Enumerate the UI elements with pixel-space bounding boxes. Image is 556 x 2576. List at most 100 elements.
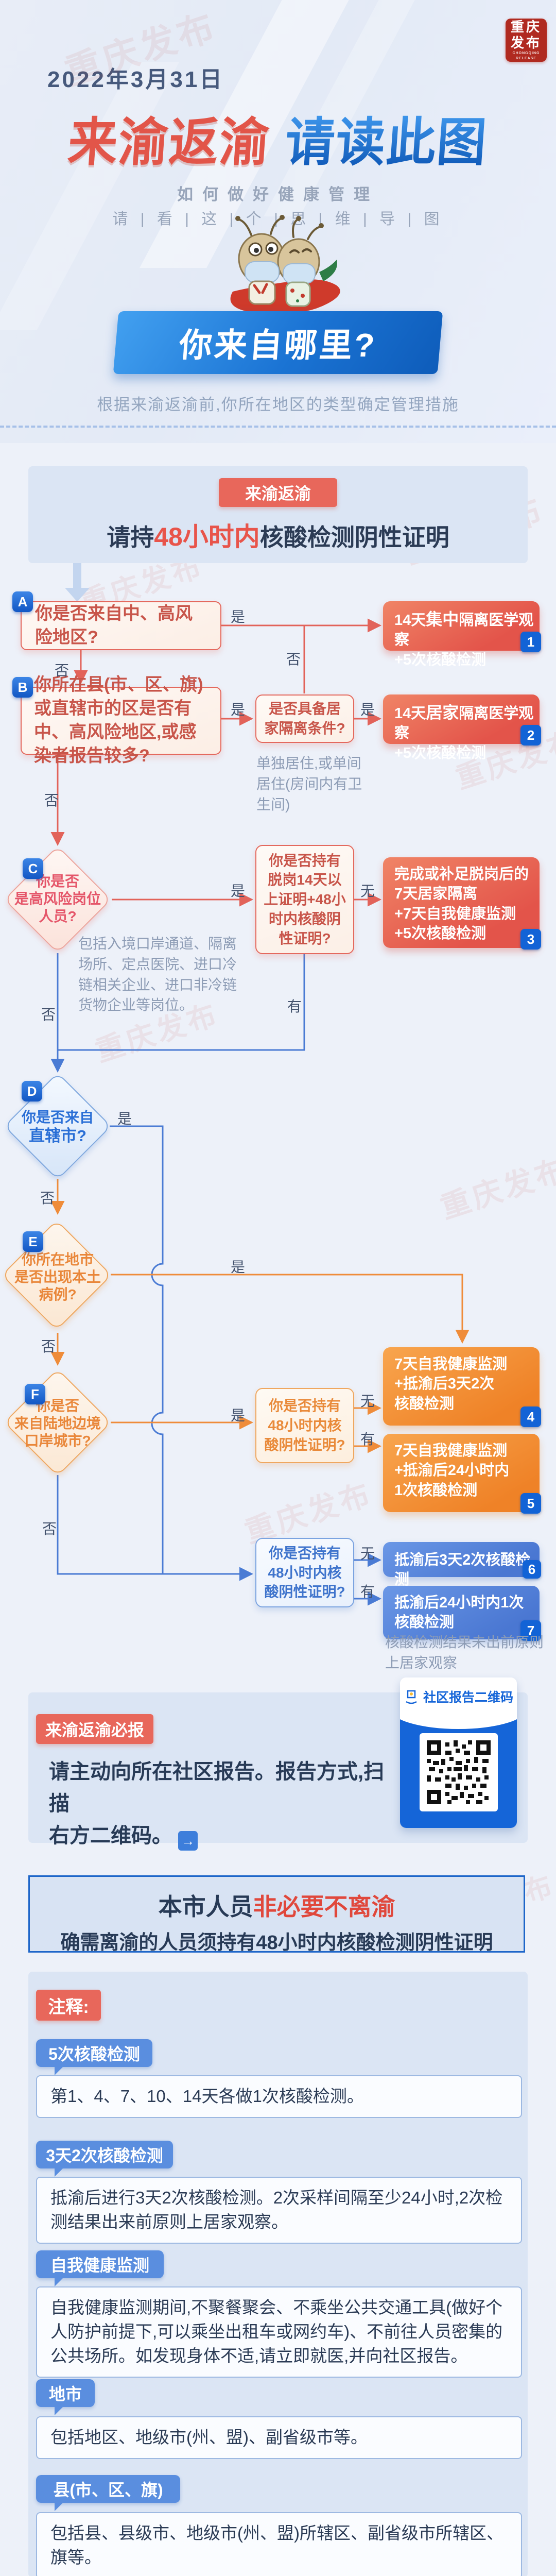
chongqing-release-seal-logo: 重庆 发布 CHONGQING RELEASE: [506, 19, 547, 62]
tag-C: C: [23, 858, 43, 879]
tag-D: D: [22, 1081, 42, 1101]
section-badge: 来渝返渝: [219, 478, 337, 507]
qD-line2: 直辖市?: [29, 1127, 86, 1145]
branch-label-yes: 是: [231, 1259, 246, 1275]
title-blue: 请读此图: [283, 113, 490, 172]
r2-pre: 14天: [394, 705, 426, 722]
qE-line3: 病例?: [39, 1286, 77, 1303]
node-home-text: 是否具备居家隔离条件?: [264, 701, 345, 736]
result-3-line2: 7天居家隔离: [394, 886, 478, 903]
qC-line2: 是高风险岗位: [14, 891, 101, 907]
result-5-line3: 1次核酸检测: [394, 1482, 478, 1499]
result-1-line1: 14天集中隔离医学观察: [394, 608, 540, 650]
title-red: 来渝返渝: [66, 113, 272, 172]
question-F-text: 你是否 来自陆地边境 口岸城市?: [11, 1397, 104, 1450]
r1-em: 集中: [426, 610, 459, 629]
result-2: 14天居家隔离医学观察 +5次核酸检测 2: [383, 694, 541, 761]
result-3-number: 3: [520, 929, 541, 950]
note-title-2: 3天2次核酸检测: [36, 2141, 173, 2177]
qr-card-header: 社区报告二维码: [400, 1677, 517, 1716]
community-qr-card: 社区报告二维码: [400, 1677, 517, 1828]
qF-line3: 口岸城市?: [24, 1433, 91, 1449]
note-body-5: 包括县、县级市、地级市(州、盟)所辖区、副省级市所辖区、旗等。: [36, 2512, 522, 2576]
report-text: 请主动向所在社区报告。报告方式,扫描 右方二维码。 →: [49, 1756, 389, 1852]
publish-date: 2022年3月31日: [47, 67, 224, 92]
headline-pre: 请持: [107, 524, 154, 551]
branch-label-no: 否: [286, 651, 301, 667]
result-2-line1: 14天居家隔离医学观察: [394, 702, 540, 743]
result-5-number: 5: [520, 1493, 541, 1514]
qF-line2: 来自陆地边境: [14, 1415, 101, 1432]
question-B-text: 你所在县(市、区、旗)或直辖市的区是否有中、高风险地区,或感染者报告较多?: [34, 675, 203, 766]
arrow-right-icon: →: [178, 1831, 198, 1851]
qE-line2: 是否出现本土: [14, 1269, 101, 1285]
result-4-number: 4: [520, 1406, 541, 1427]
result-4-line2: +抵渝后3天2次: [394, 1376, 495, 1393]
qE-line1: 你所在地市: [21, 1251, 94, 1267]
lead-text: 根据来渝返渝前,你所在地区的类型确定管理措施: [97, 396, 459, 414]
result-5-line2: +抵渝后24小时内: [394, 1462, 510, 1479]
branch-label-yes: 是: [231, 883, 246, 899]
question-E-text: 你所在地市 是否出现本土 病例?: [9, 1251, 107, 1303]
branch-label-have: 有: [287, 998, 302, 1014]
where-are-you-from-banner: 你来自哪里?: [113, 311, 443, 374]
report-line2: 右方二维码。: [49, 1824, 172, 1847]
r2-em: 居家: [426, 703, 459, 722]
branch-label-none: 无: [360, 1393, 375, 1409]
branch-label-none: 无: [360, 883, 375, 899]
note-body-2: 抵渝后进行3天2次核酸检测。2次采样间隔至少24小时,2次检测结果出来前原则上居…: [36, 2177, 522, 2244]
result-3-line4: +5次核酸检测: [394, 925, 486, 942]
branch-label-no: 否: [41, 1338, 56, 1354]
qC-line3: 人员?: [39, 908, 77, 925]
notice-line1-pre: 本市人员: [158, 1893, 253, 1920]
question-B: 你所在县(市、区、旗)或直辖市的区是否有中、高风险地区,或感染者报告较多?: [21, 675, 221, 766]
node-left-post-proof: 你是否持有脱岗14天以上证明+48小时内核酸阴性证明?: [255, 845, 354, 954]
result-6-number: 6: [523, 1560, 541, 1579]
branch-label-yes: 是: [231, 702, 246, 718]
note-body-3: 自我健康监测期间,不聚餐聚会、不乘坐公共交通工具(做好个人防护前提下,可以乘坐出…: [36, 2286, 522, 2378]
seal-subtext: CHONGQING RELEASE: [512, 52, 540, 61]
branch-label-no: 否: [40, 1190, 55, 1206]
tag-A: A: [12, 591, 33, 612]
qr-card-title: 社区报告二维码: [423, 1690, 513, 1705]
question-A-text: 你是否来自中、高风险地区?: [35, 603, 193, 647]
branch-label-yes: 是: [117, 1111, 132, 1127]
report-line1: 请主动向所在社区报告。报告方式,扫描: [49, 1760, 385, 1815]
node-48h-blue: 你是否持有48小时内核酸阴性证明?: [255, 1538, 354, 1607]
result-1-number: 1: [520, 632, 541, 652]
qC-line1: 你是否: [36, 873, 79, 889]
tag-B: B: [12, 677, 33, 698]
result-1-line2: +5次核酸检测: [394, 651, 486, 668]
watermark: 重庆发布: [436, 1152, 556, 1225]
branch-label-no: 否: [44, 792, 59, 808]
note-title-4: 地市: [36, 2379, 95, 2415]
node-48h-orange: 你是否持有48小时内核酸阴性证明?: [255, 1388, 354, 1463]
note-body-4: 包括地区、地级市(州、盟)、副省级市等。: [36, 2416, 522, 2459]
branch-label-yes: 是: [360, 702, 375, 718]
notice-line2: 确需离渝的人员须持有48小时内核酸检测阴性证明: [60, 1932, 493, 1954]
result-2-number: 2: [520, 725, 541, 745]
headline-48h: 请持48小时内核酸检测阴性证明: [28, 516, 528, 553]
node-48h-blue-text: 你是否持有48小时内核酸阴性证明?: [264, 1545, 345, 1600]
branch-label-yes: 是: [231, 1408, 246, 1423]
result-1: 14天集中隔离医学观察 +5次核酸检测 1: [383, 601, 541, 668]
page-title: 来渝返渝请读此图: [0, 100, 556, 176]
question-D-text: 你是否来自 直辖市?: [11, 1109, 104, 1146]
result-4-line1: 7天自我健康监测: [394, 1356, 508, 1372]
question-A: 你是否来自中、高风险地区?: [21, 601, 221, 650]
result-5-line1: 7天自我健康监测: [394, 1443, 508, 1459]
qr-code-community: [420, 1733, 498, 1811]
node-48h-orange-text: 你是否持有48小时内核酸阴性证明?: [264, 1398, 345, 1453]
notice-line1-em: 非必要不离渝: [253, 1893, 395, 1920]
tag-F: F: [25, 1384, 45, 1404]
question-C-text: 你是否 是高风险岗位 人员?: [9, 873, 107, 925]
notes-badge: 注释:: [36, 1990, 101, 2021]
note-title-1: 5次核酸检测: [36, 2039, 152, 2075]
result-4: 7天自我健康监测 +抵渝后3天2次 核酸检测 4: [383, 1347, 541, 1427]
report-badge: 来渝返渝必报: [36, 1714, 153, 1744]
tag-E: E: [23, 1231, 43, 1252]
note-result-7: 核酸检测结果未出前原则上居家观察: [385, 1634, 544, 1671]
result-3-line1: 完成或补足脱岗后的: [394, 866, 529, 883]
r2-post: 隔离医学观察: [394, 705, 534, 742]
